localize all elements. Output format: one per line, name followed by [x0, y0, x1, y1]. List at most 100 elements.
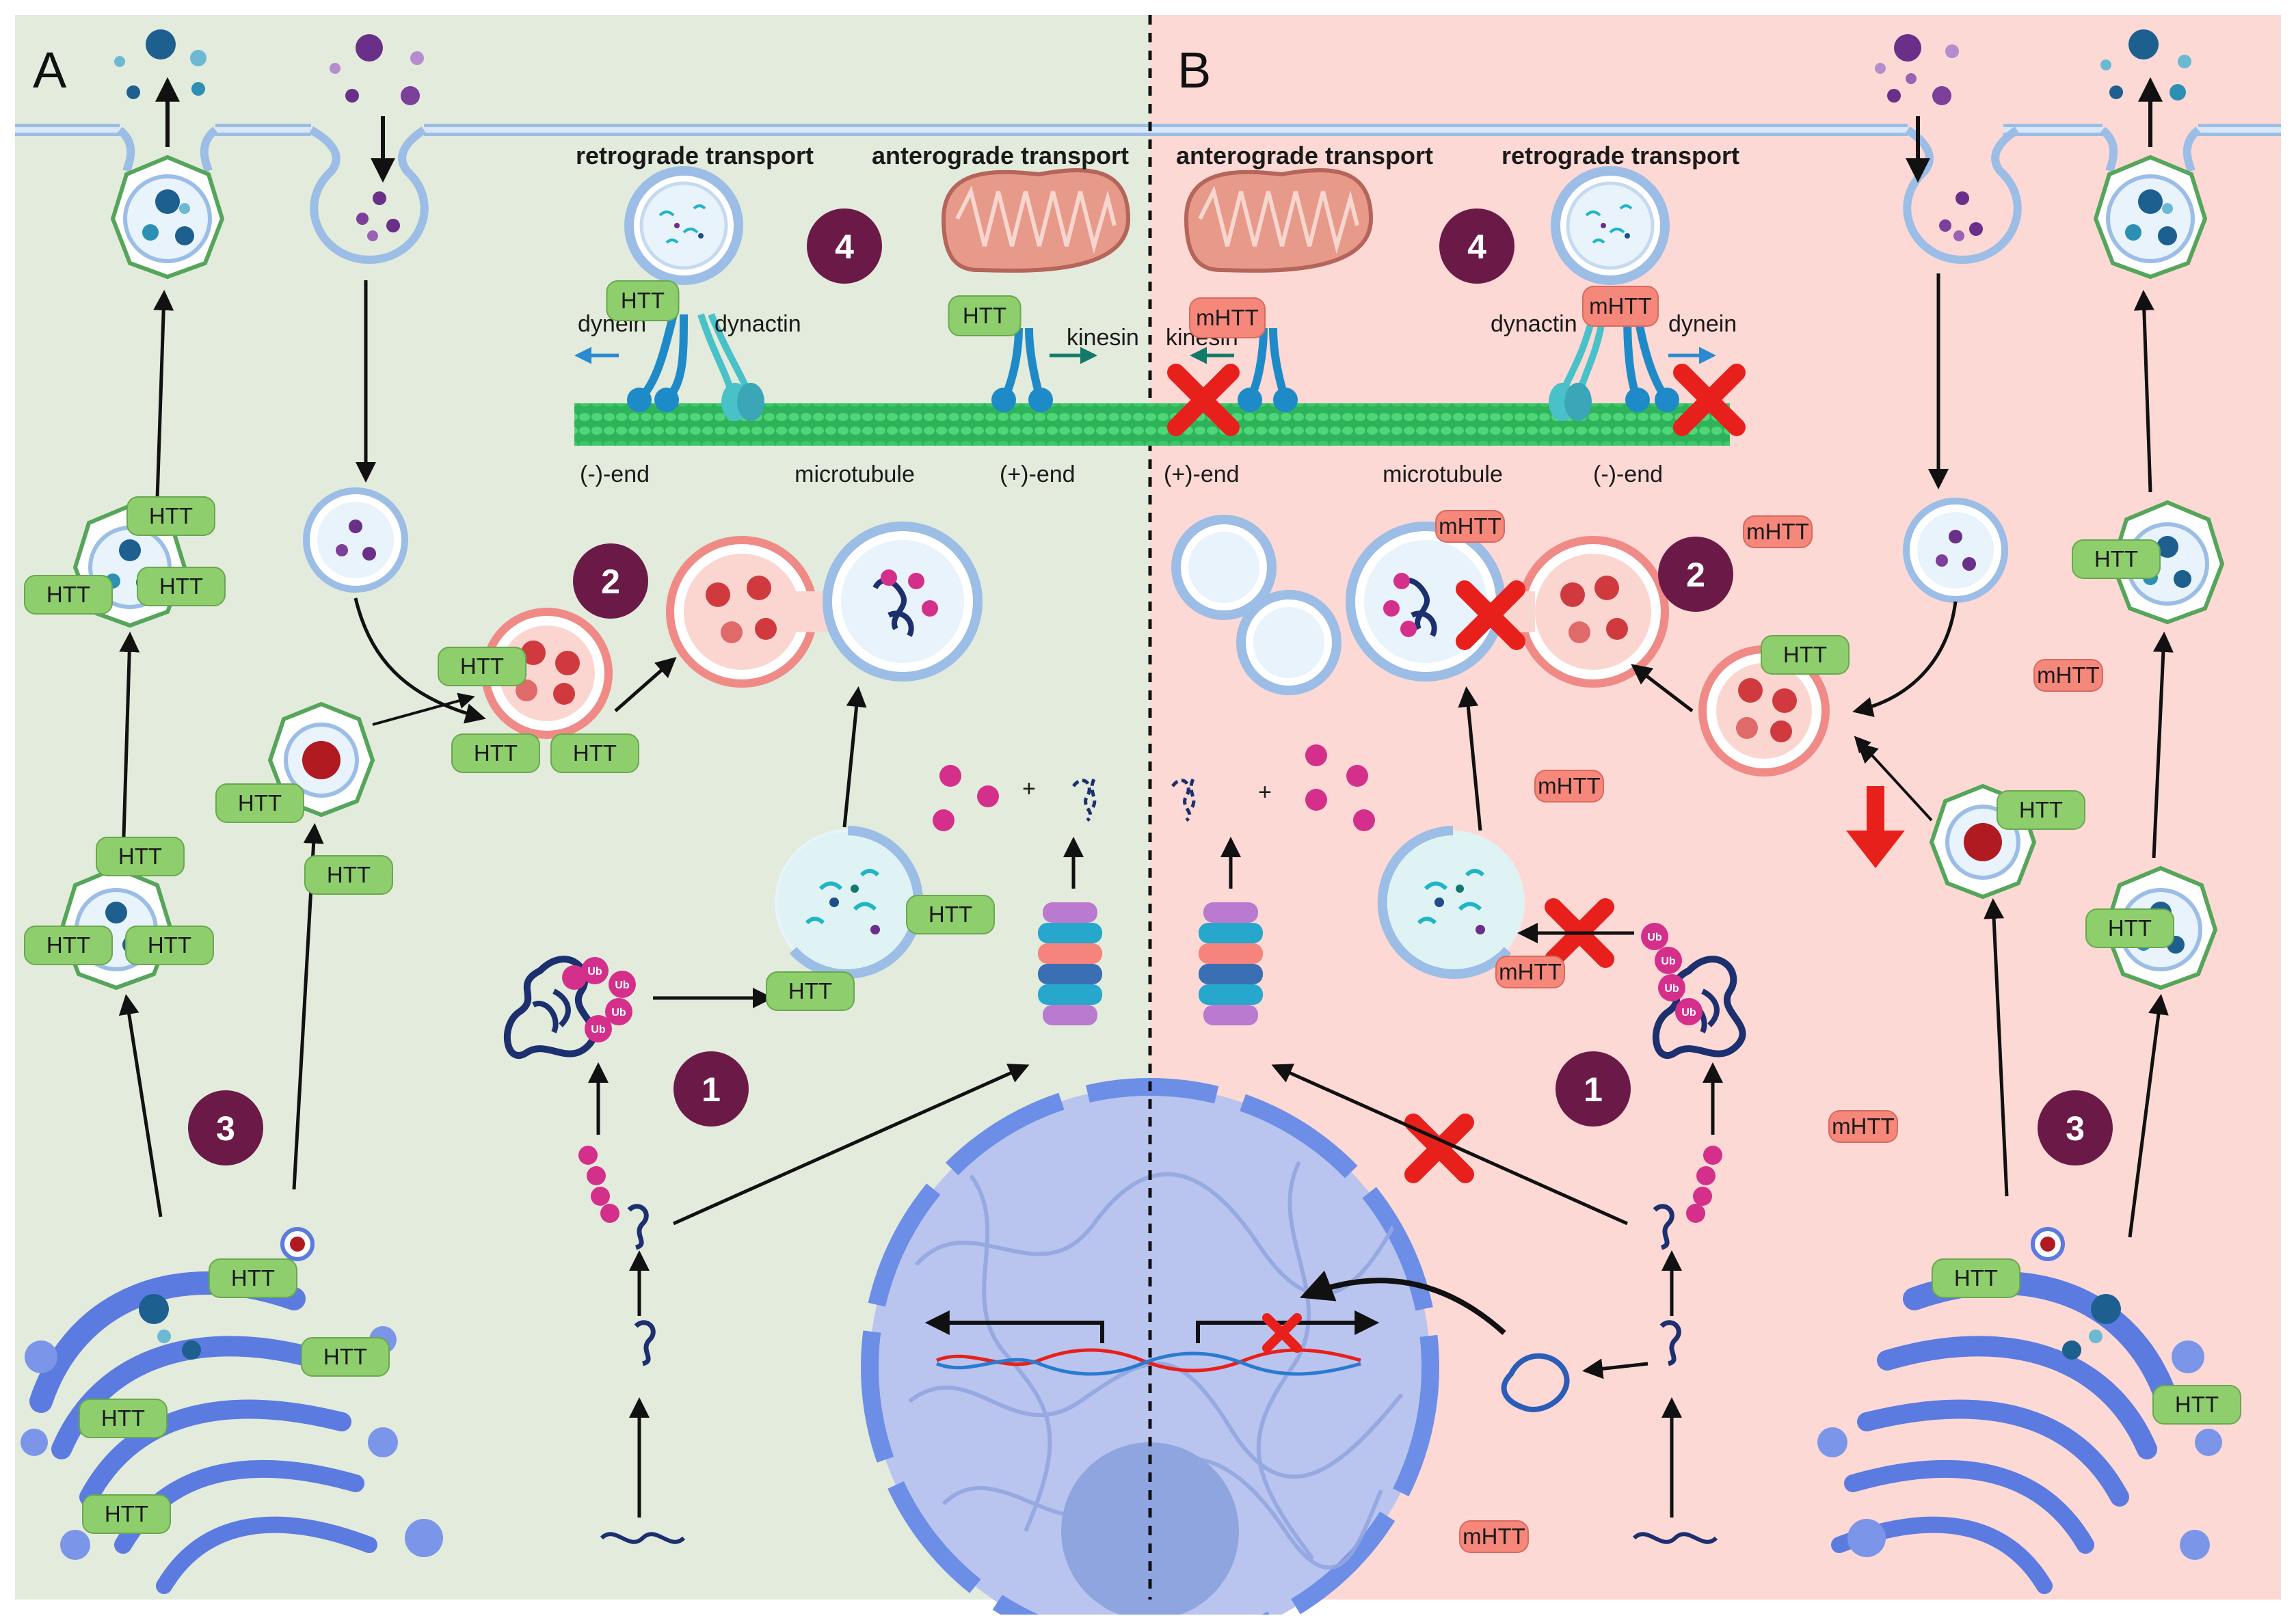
proteasome-icon — [1199, 902, 1263, 1025]
htt-label: HTT — [231, 1265, 275, 1291]
svg-text:2: 2 — [1686, 556, 1705, 594]
microtubule-icon — [574, 403, 1730, 446]
htt-label: HTT — [323, 1344, 367, 1369]
mhtt-label: mHTT — [1463, 1524, 1525, 1549]
exocytosis-a — [110, 29, 225, 280]
mhtt-tag: mHTT — [1459, 1520, 1529, 1553]
minus-end-label-a: (-)-end — [580, 461, 650, 487]
htt-tag: HTT — [2085, 908, 2174, 948]
htt-label: HTT — [929, 902, 972, 927]
dna-icon — [936, 1348, 1361, 1373]
htt-label: HTT — [1783, 642, 1827, 667]
dynein-label-b: dynein — [1668, 311, 1737, 337]
mhtt-tag: mHTT — [1435, 510, 1505, 543]
autophagosome-a — [775, 826, 924, 979]
step-3-b: 3 — [2038, 1090, 2113, 1165]
kinesin-motor-a — [991, 327, 1053, 412]
mitochondrion-b — [1184, 167, 1374, 273]
retrograde-label-b: retrograde transport — [1501, 141, 1739, 170]
step-2-a: 2 — [573, 543, 648, 619]
plus-end-label-b: (+)-end — [1164, 461, 1240, 487]
htt-tag: HTT — [79, 1399, 168, 1438]
htt-tag: HTT — [451, 733, 540, 773]
htt-tag: HTT — [948, 295, 1022, 336]
mhtt-label: mHTT — [2037, 662, 2100, 688]
step-4-b: 4 — [1439, 208, 1514, 284]
htt-tag: HTT — [215, 783, 304, 823]
red-x-icon — [1673, 364, 1746, 436]
lysosome-b — [1698, 645, 1830, 777]
htt-tag: HTT — [766, 971, 855, 1011]
mhtt-label: mHTT — [1832, 1114, 1895, 1139]
htt-label: HTT — [963, 303, 1006, 328]
ub-label: Ub — [1664, 983, 1679, 995]
mhtt-tag: mHTT — [1743, 515, 1813, 548]
endocytosis-b — [1875, 34, 2022, 265]
autolysosome-a — [666, 522, 983, 688]
htt-label: HTT — [2094, 546, 2138, 571]
mhtt-label: mHTT — [1196, 305, 1259, 330]
ubiquitinated-aggregate-b: Ub Ub Ub Ub — [1641, 923, 1746, 1059]
ub-label: Ub — [1647, 932, 1662, 943]
panel-label-a: A — [33, 42, 67, 98]
htt-label: HTT — [327, 862, 371, 887]
dynactin-label-b: dynactin — [1491, 311, 1577, 337]
htt-label: HTT — [46, 932, 90, 958]
right-arrows — [1220, 273, 2174, 1518]
htt-label: HTT — [101, 1405, 145, 1431]
plus-end-label-a: (+)-end — [1000, 461, 1076, 487]
microtubule-label-b: microtubule — [1383, 461, 1503, 487]
htt-label: HTT — [46, 582, 90, 607]
ub-label: Ub — [615, 980, 630, 991]
mitochondrion-a — [941, 167, 1131, 273]
step-3-a: 3 — [188, 1090, 263, 1165]
mhtt-label: mHTT — [1439, 513, 1501, 539]
panel-label-b: B — [1177, 42, 1211, 98]
htt-tag: HTT — [96, 837, 185, 876]
svg-text:1: 1 — [1584, 1070, 1603, 1109]
mhtt-label: mHTT — [1746, 519, 1809, 544]
plus-sign: + — [1022, 776, 1036, 802]
ub-label: Ub — [587, 966, 602, 977]
htt-label: HTT — [460, 653, 504, 679]
htt-tag: HTT — [2152, 1385, 2241, 1425]
exocytosis-b — [2093, 29, 2208, 280]
ubiquitin-chain-b — [1501, 1146, 1722, 1544]
svg-text:3: 3 — [2066, 1109, 2085, 1148]
transcription-arrow-a — [924, 1310, 1104, 1343]
step-2-b: 2 — [1658, 537, 1733, 612]
htt-tag: HTT — [906, 895, 995, 934]
empty-vesicles-b — [1171, 515, 1341, 695]
htt-label: HTT — [149, 503, 193, 528]
mhtt-label: mHTT — [1499, 959, 1562, 984]
mhtt-label: mHTT — [1589, 293, 1652, 319]
htt-label: HTT — [788, 978, 832, 1003]
svg-text:4: 4 — [835, 228, 854, 266]
decrease-arrow-icon — [1846, 786, 1905, 868]
proteasome-b — [1199, 902, 1263, 1025]
ubiquitin-chain-a — [578, 1146, 686, 1544]
step-1-a: 1 — [673, 1051, 749, 1127]
free-ubiquitin-b: + — [1171, 744, 1375, 831]
htt-tag: HTT — [125, 926, 214, 965]
htt-tag: HTT — [82, 1494, 171, 1534]
htt-tag: HTT — [2072, 539, 2161, 579]
htt-label: HTT — [2175, 1392, 2219, 1417]
htt-tag: HTT — [1997, 790, 2085, 830]
red-x-icon — [1456, 580, 1525, 650]
dynein-dynactin-motor-a — [627, 313, 764, 421]
retrograde-label-a: retrograde transport — [576, 141, 814, 170]
plus-sign: + — [1258, 779, 1272, 805]
htt-label: HTT — [238, 790, 282, 815]
free-ubiquitin-a: + — [933, 765, 1097, 831]
htt-label: HTT — [2019, 797, 2063, 822]
dynactin-label-a: dynactin — [715, 311, 801, 337]
svg-text:4: 4 — [1467, 228, 1486, 266]
vesicle-to-lysosome-arrow-a — [372, 692, 475, 726]
step-4-a: 4 — [807, 208, 882, 284]
red-x-icon — [1167, 364, 1240, 436]
htt-tag: HTT — [1761, 635, 1850, 675]
htt-tag: HTT — [1932, 1258, 2020, 1298]
retrograde-vesicle-a — [624, 166, 743, 285]
